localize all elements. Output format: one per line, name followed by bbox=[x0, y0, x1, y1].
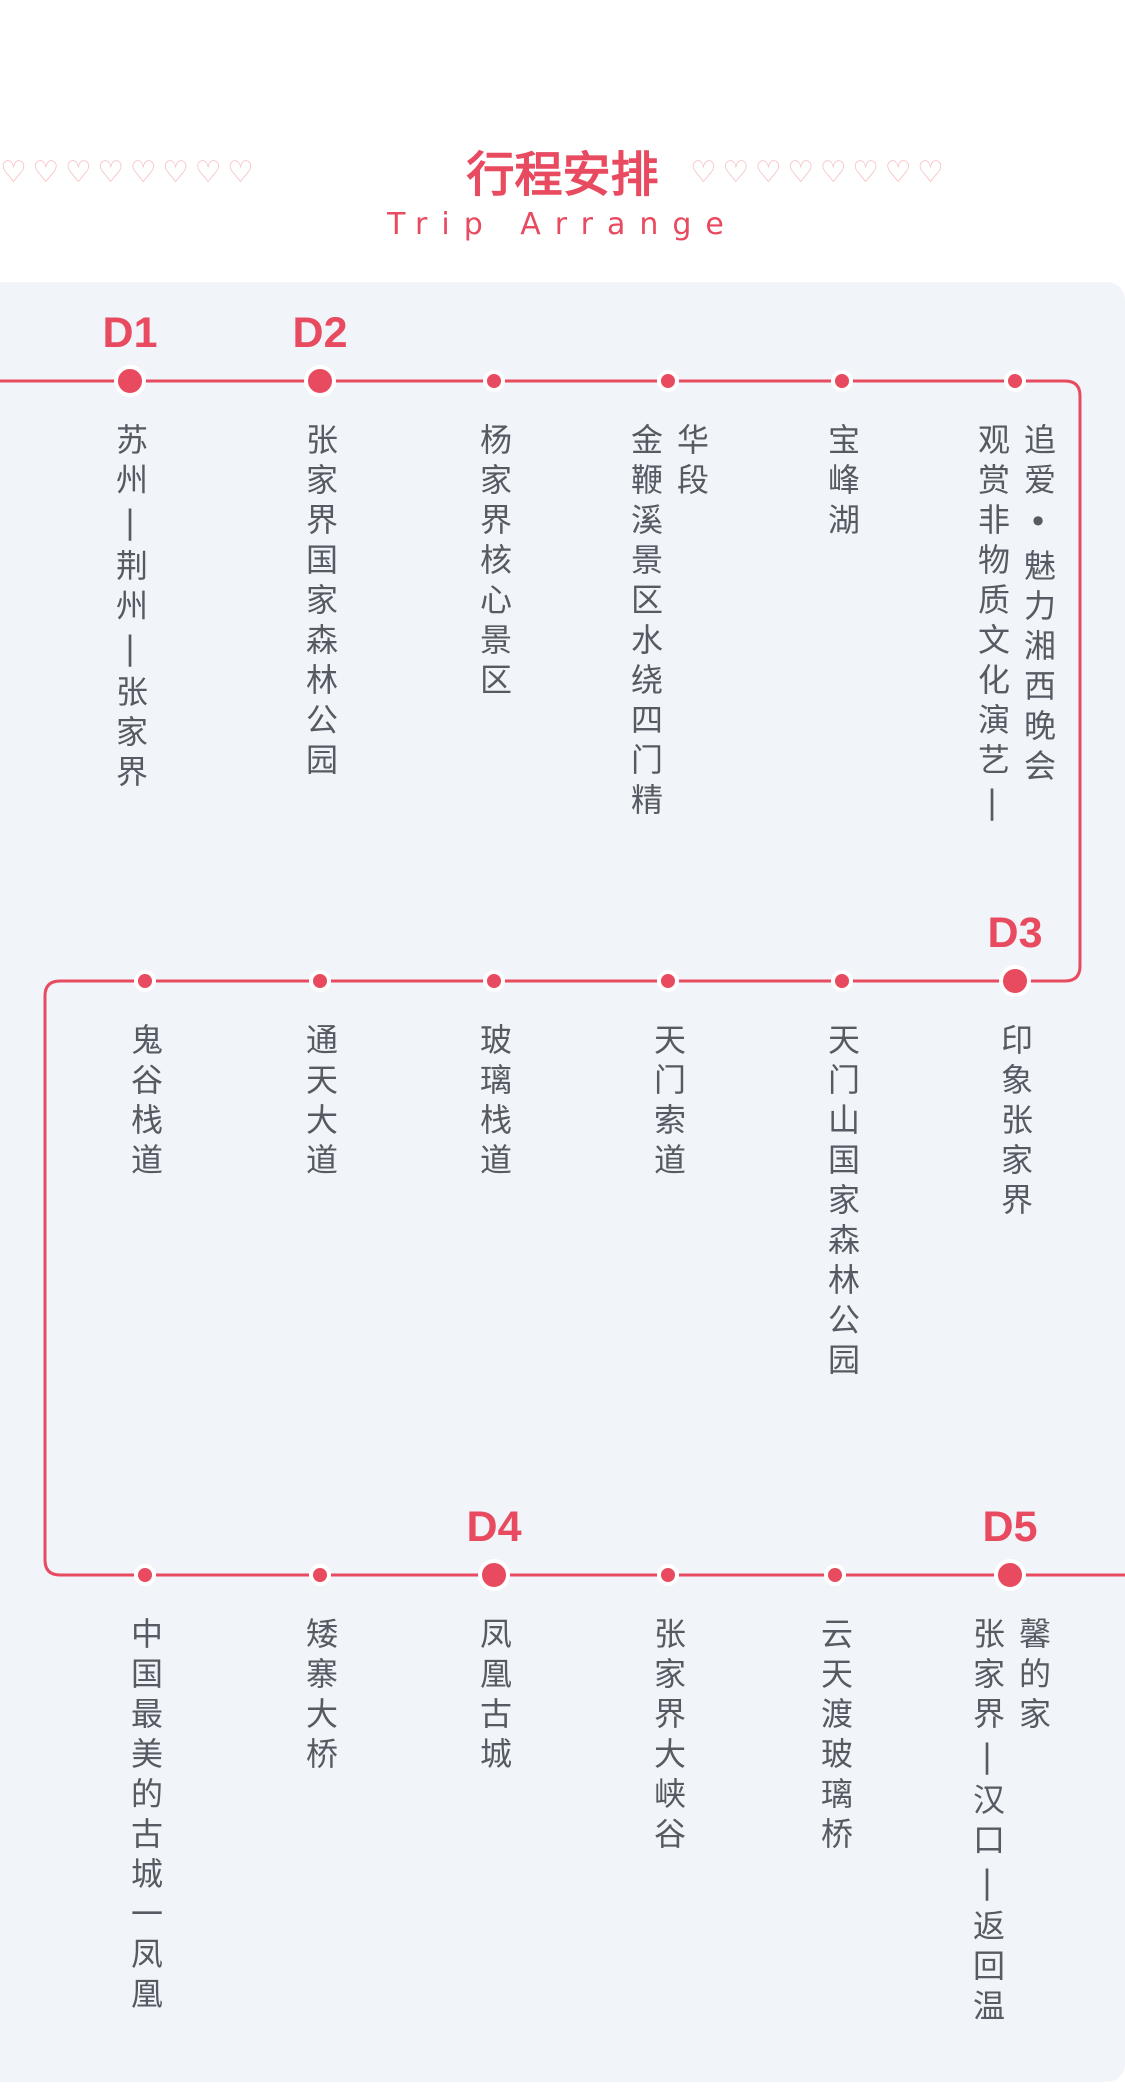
itinerary-stop: 天门索道 bbox=[649, 1023, 687, 1183]
stop-label: 张家界大峡谷 bbox=[649, 1617, 687, 1857]
page-subtitle: Trip Arrange bbox=[387, 207, 738, 242]
stop-dot bbox=[824, 1564, 846, 1586]
heart-border-left: ♡ ♡ ♡ ♡ ♡ ♡ ♡ ♡ bbox=[0, 155, 254, 190]
day-label: D3 bbox=[987, 909, 1043, 957]
heart-border-right: ♡ ♡ ♡ ♡ ♡ ♡ ♡ ♡ bbox=[690, 155, 944, 190]
stop-label: 观赏非物质文化演艺| bbox=[973, 423, 1011, 829]
stop-label: 鬼谷栈道 bbox=[126, 1023, 164, 1183]
stop-dot bbox=[309, 970, 331, 992]
itinerary-stop: 通天大道 bbox=[301, 1023, 339, 1183]
stop-dot bbox=[1004, 370, 1026, 392]
stop-label: 张家界国家森林公园 bbox=[301, 423, 339, 783]
stop-label: 追爱•魅力湘西晚会 bbox=[1019, 423, 1057, 789]
itinerary-stop: 中国最美的古城一凤凰 bbox=[126, 1617, 164, 2017]
itinerary-stop: 张家界大峡谷 bbox=[649, 1617, 687, 1857]
stop-label: 苏州|荆州|张家界 bbox=[111, 423, 149, 795]
stop-label: 张家界|汉口|返回温 bbox=[968, 1617, 1006, 2029]
stop-label: 宝峰湖 bbox=[823, 423, 861, 543]
day-marker-dot bbox=[994, 1559, 1026, 1591]
stop-label: 杨家界核心景区 bbox=[475, 423, 513, 703]
itinerary-stop: 追爱•魅力湘西晚会观赏非物质文化演艺| bbox=[973, 423, 1057, 829]
stop-dot bbox=[831, 370, 853, 392]
stop-label: 华段 bbox=[672, 423, 710, 503]
itinerary-stop: 矮寨大桥 bbox=[301, 1617, 339, 1777]
stop-dot bbox=[657, 370, 679, 392]
stop-dot bbox=[483, 970, 505, 992]
stop-dot bbox=[134, 970, 156, 992]
itinerary-stop: 印象张家界 bbox=[996, 1023, 1034, 1223]
stop-dot bbox=[831, 970, 853, 992]
stop-label: 凤凰古城 bbox=[475, 1617, 513, 1777]
itinerary-stop: 玻璃栈道 bbox=[475, 1023, 513, 1183]
itinerary-stop: 华段金鞭溪景区水绕四门精 bbox=[626, 423, 710, 823]
itinerary-stop: 凤凰古城 bbox=[475, 1617, 513, 1777]
stop-dot bbox=[657, 970, 679, 992]
itinerary-stop: 天门山国家森林公园 bbox=[823, 1023, 861, 1383]
stop-label: 云天渡玻璃桥 bbox=[816, 1617, 854, 1857]
stop-dot bbox=[309, 1564, 331, 1586]
stop-label: 天门索道 bbox=[649, 1023, 687, 1183]
day-marker-dot bbox=[304, 365, 336, 397]
day-label: D1 bbox=[102, 309, 158, 357]
itinerary-stop: 鬼谷栈道 bbox=[126, 1023, 164, 1183]
day-label: D2 bbox=[292, 309, 348, 357]
stop-dot bbox=[483, 370, 505, 392]
day-marker-dot bbox=[114, 365, 146, 397]
itinerary-stop: 云天渡玻璃桥 bbox=[816, 1617, 854, 1857]
stop-label: 通天大道 bbox=[301, 1023, 339, 1183]
stop-label: 馨的家 bbox=[1014, 1617, 1052, 1737]
itinerary-stop: 杨家界核心景区 bbox=[475, 423, 513, 703]
page-title: 行程安排 bbox=[466, 147, 659, 203]
itinerary-stop: 宝峰湖 bbox=[823, 423, 861, 543]
stop-label: 玻璃栈道 bbox=[475, 1023, 513, 1183]
itinerary-stop: 馨的家张家界|汉口|返回温 bbox=[968, 1617, 1052, 2029]
stop-label: 印象张家界 bbox=[996, 1023, 1034, 1223]
day-marker-dot bbox=[999, 965, 1031, 997]
stop-label: 金鞭溪景区水绕四门精 bbox=[626, 423, 664, 823]
itinerary-stop: 苏州|荆州|张家界 bbox=[111, 423, 149, 795]
itinerary-stop: 张家界国家森林公园 bbox=[301, 423, 339, 783]
day-label: D5 bbox=[982, 1503, 1038, 1551]
stop-label: 天门山国家森林公园 bbox=[823, 1023, 861, 1383]
day-label: D4 bbox=[466, 1503, 522, 1551]
stop-label: 中国最美的古城一凤凰 bbox=[126, 1617, 164, 2017]
stop-dot bbox=[134, 1564, 156, 1586]
day-marker-dot bbox=[478, 1559, 510, 1591]
stop-dot bbox=[657, 1564, 679, 1586]
itinerary-panel bbox=[0, 282, 1125, 2082]
header: ♡ ♡ ♡ ♡ ♡ ♡ ♡ ♡ ♡ ♡ ♡ ♡ ♡ ♡ ♡ ♡ 行程安排 Tri… bbox=[0, 0, 1125, 280]
stop-label: 矮寨大桥 bbox=[301, 1617, 339, 1777]
